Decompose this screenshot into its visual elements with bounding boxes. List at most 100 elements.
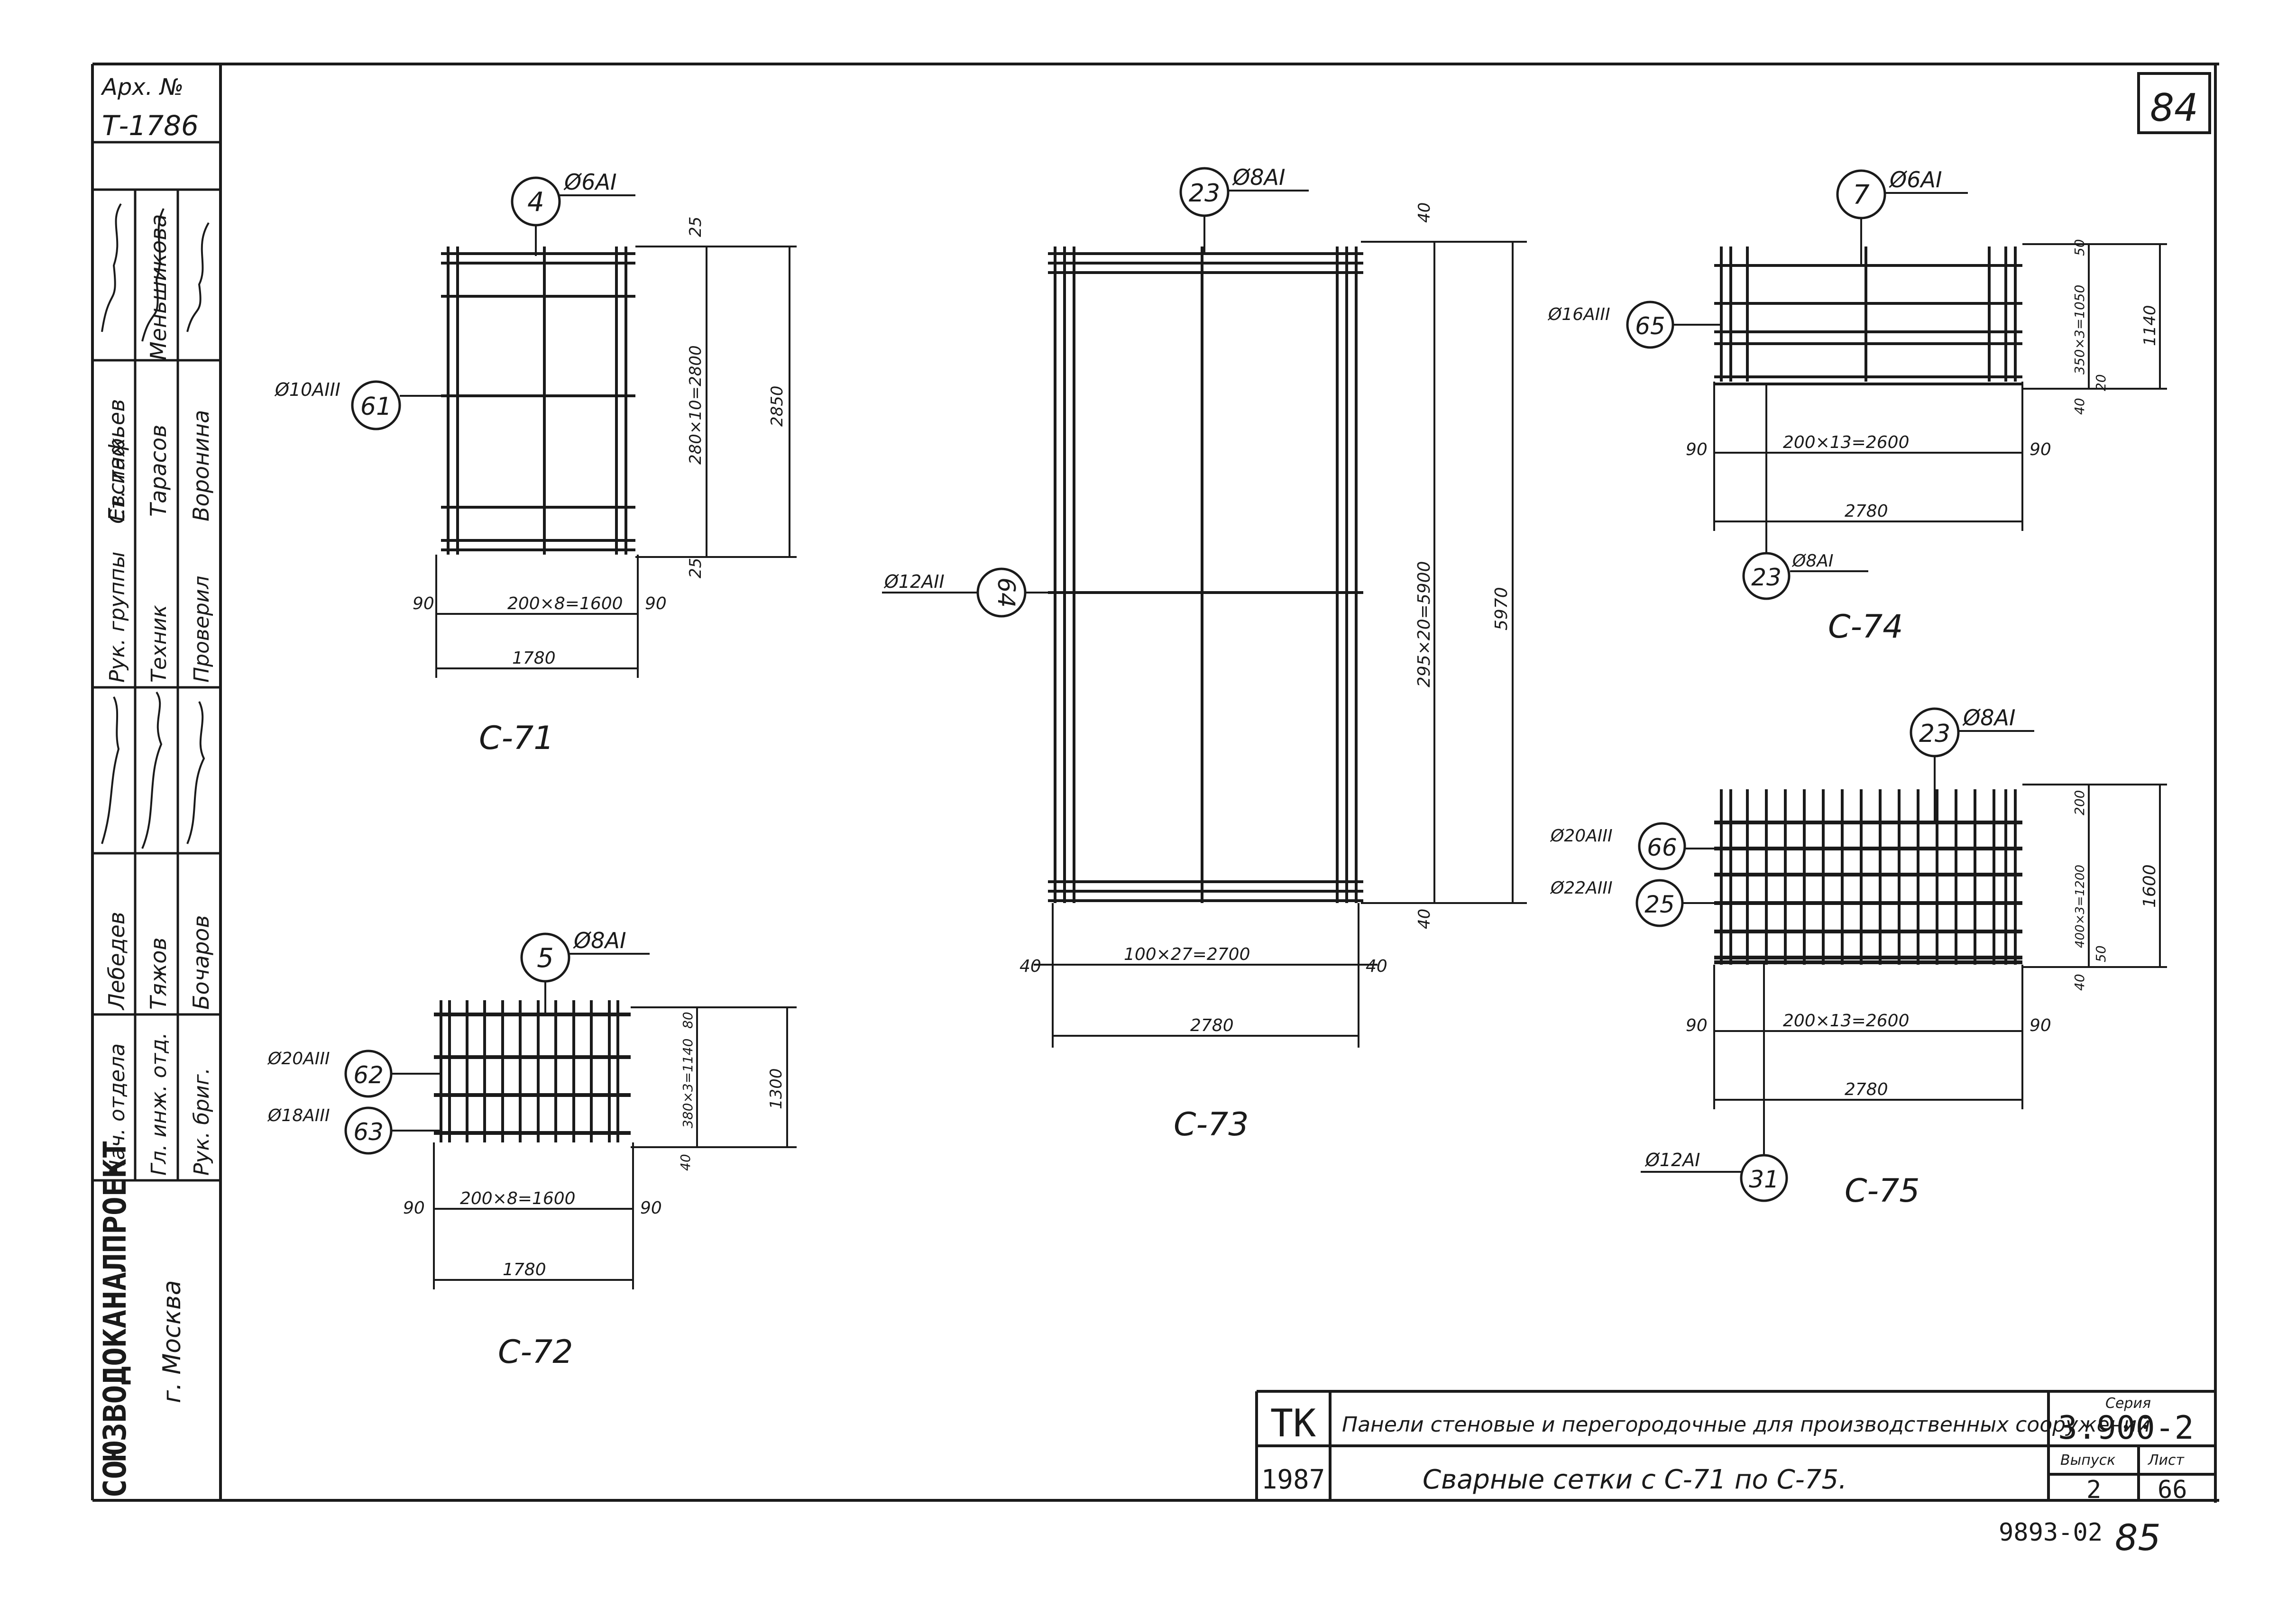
c71-pos-top: 4 bbox=[527, 187, 544, 218]
mesh-c73: 23 Ø8АI 64 Ø12АII 100×27=2700 40 40 2780… bbox=[882, 164, 1527, 1143]
page-number-box: 84 bbox=[2137, 72, 2211, 134]
c74-dim-x-edge-r: 90 bbox=[2030, 440, 2051, 459]
c73-label: С-73 bbox=[1174, 1106, 1249, 1143]
c72-dim-y-edge-b: 40 bbox=[678, 1154, 693, 1171]
c75-bar-top: Ø8АI bbox=[1962, 705, 2016, 730]
c75-dim-x-spacing: 200×13=2600 bbox=[1783, 1011, 1909, 1031]
sheet-label: Лист bbox=[2148, 1452, 2185, 1469]
c74-dim-y-edge-t: 50 bbox=[2072, 239, 2087, 256]
c71-dim-x-total: 1780 bbox=[512, 648, 556, 668]
c71-longitudinal-bars bbox=[447, 247, 627, 555]
c73-dim-x-total: 2780 bbox=[1190, 1016, 1234, 1035]
c74-bar-bottom: Ø8АI bbox=[1791, 551, 1833, 571]
c72-pos-a: 62 bbox=[353, 1061, 384, 1089]
c73-pos-top: 23 bbox=[1189, 179, 1220, 208]
c73-bar-left: Ø12АII bbox=[883, 571, 945, 592]
c75-transverse-bars bbox=[1714, 821, 2022, 964]
mesh-c75: 23 Ø8АI 66 Ø20АIII 25 Ø22АIII 31 Ø12АI 2… bbox=[1550, 705, 2167, 1210]
c75-dim-x-edge-l: 90 bbox=[1686, 1016, 1708, 1035]
c75-dim-y-spacing: 400×3=1200 bbox=[2073, 865, 2087, 948]
stamp-city: г. Москва bbox=[158, 1280, 186, 1403]
c71-pos-left: 61 bbox=[360, 393, 392, 421]
c75-dim-x-edge-r: 90 bbox=[2030, 1016, 2051, 1035]
c72-pos-top: 5 bbox=[537, 943, 554, 974]
c75-pos-a-marker bbox=[1638, 822, 1686, 870]
c74-dim-y-extra: 20 bbox=[2093, 374, 2109, 391]
c73-dim-y-total: 5970 bbox=[1492, 587, 1511, 630]
c71-dim-y-spacing: 280×10=2800 bbox=[686, 345, 705, 465]
c75-bar-a: Ø20АIII bbox=[1550, 826, 1613, 846]
c73-dim-x-edge-l: 40 bbox=[1019, 957, 1041, 976]
c72-dim-x-edge-r: 90 bbox=[640, 1198, 662, 1218]
name-4: Лебедев bbox=[104, 912, 129, 1011]
name-6: Бочаров bbox=[188, 915, 214, 1010]
series-label: Серия bbox=[2105, 1395, 2151, 1412]
c75-dim-y-edge-b: 40 bbox=[2072, 974, 2087, 991]
role-5: Гл. инж. отд. bbox=[147, 1032, 171, 1176]
mesh-c74: 7 Ø6АI 65 Ø16АIII 23 Ø8АI 200×13=2600 90… bbox=[1547, 167, 2167, 646]
c75-pos-a: 66 bbox=[1647, 834, 1677, 861]
c72-dim-y-spacing: 380×3=1140 bbox=[680, 1039, 696, 1128]
series-value: 3.900-2 bbox=[2058, 1409, 2194, 1447]
c75-dim-x-total: 2780 bbox=[1845, 1080, 1888, 1099]
title-block: ТК 1987 Панели стеновые и перегородочные… bbox=[1255, 1390, 2215, 1504]
c74-bar-top: Ø6АI bbox=[1889, 167, 1942, 192]
c71-transverse-bars bbox=[441, 252, 635, 551]
year: 1987 bbox=[1261, 1464, 1325, 1495]
c73-dim-y-spacing: 295×20=5900 bbox=[1414, 561, 1434, 687]
c71-bar-left: Ø10АIII bbox=[274, 379, 340, 400]
c74-pos-left: 65 bbox=[1635, 312, 1665, 340]
c75-dim-y-total: 1600 bbox=[2140, 864, 2159, 908]
c74-label: С-74 bbox=[1828, 608, 1903, 646]
project-title: Панели стеновые и перегородочные для про… bbox=[1342, 1413, 2150, 1437]
sheet-title: Сварные сетки с С-71 по С-75. bbox=[1423, 1464, 1847, 1495]
c72-dim-x-edge-l: 90 bbox=[403, 1198, 425, 1218]
role-0: Рук. группы bbox=[105, 552, 129, 683]
c75-dim-y-edge-t: 200 bbox=[2072, 790, 2087, 815]
issue-label: Выпуск bbox=[2060, 1452, 2115, 1469]
c75-longitudinal-bars bbox=[1720, 789, 2017, 965]
c71-label: С-71 bbox=[479, 720, 554, 757]
role-6: Рук. бриг. bbox=[190, 1068, 214, 1176]
c72-bar-top: Ø8АI bbox=[573, 928, 626, 953]
c73-dim-x-spacing: 100×27=2700 bbox=[1124, 945, 1250, 964]
c74-dim-y-total: 1140 bbox=[2140, 305, 2159, 346]
c74-dim-x-total: 2780 bbox=[1845, 502, 1888, 521]
c72-dim-x-spacing: 200×8=1600 bbox=[460, 1189, 576, 1208]
c75-label: С-75 bbox=[1845, 1172, 1920, 1210]
c74-dim-y-spacing: 350×3=1050 bbox=[2072, 285, 2087, 374]
role-4: Нач. отдела bbox=[105, 1043, 129, 1176]
c72-dim-y-total: 1300 bbox=[767, 1068, 786, 1109]
c72-label: С-72 bbox=[498, 1333, 573, 1371]
c73-transverse-bars bbox=[1048, 252, 1363, 902]
left-stamp: Арх. № Т-1786 Рук. группы Ст. инж. Техни… bbox=[92, 74, 220, 1498]
c71-bar-top: Ø6АI bbox=[563, 169, 617, 195]
c75-dim-y-extra: 50 bbox=[2093, 945, 2109, 962]
c72-dim-y-edge-t: 80 bbox=[680, 1012, 696, 1029]
c74-transverse-bars bbox=[1714, 264, 2022, 385]
c72-bar-a: Ø20АIII bbox=[267, 1049, 330, 1068]
c74-dim-x-spacing: 200×13=2600 bbox=[1783, 433, 1909, 452]
sheet-frame bbox=[91, 63, 2219, 1503]
name-0: Евстафьев bbox=[104, 399, 129, 521]
archive-label: Арх. № bbox=[101, 74, 184, 100]
archive-number: Т-1786 bbox=[102, 110, 199, 142]
mesh-c71: 4 Ø6АI 61 Ø10АIII 200×8=1600 90 90 1780 … bbox=[274, 169, 797, 757]
stamp-organization: СОЮЗВОДОКАНАЛПРОЕКТ bbox=[97, 1140, 133, 1498]
c75-pos-top: 23 bbox=[1919, 720, 1950, 748]
c74-dim-y-edge-b: 40 bbox=[2072, 398, 2087, 415]
c73-longitudinal-bars bbox=[1054, 247, 1358, 903]
org-code: ТК bbox=[1270, 1401, 1316, 1445]
c74-pos-bottom: 23 bbox=[1751, 564, 1782, 591]
role-2: Техник bbox=[147, 605, 171, 683]
c75-bar-b: Ø22АIII bbox=[1550, 878, 1613, 898]
name-5: Тяжов bbox=[146, 938, 171, 1010]
c71-dim-y-edge-t: 25 bbox=[686, 217, 705, 237]
c74-bar-left: Ø16АIII bbox=[1547, 305, 1610, 324]
c74-pos-top: 7 bbox=[1853, 180, 1870, 210]
name-3: Воронина bbox=[188, 410, 214, 521]
c71-dim-x-edge-r: 90 bbox=[645, 594, 667, 613]
mesh-c72: 5 Ø8АI 62 Ø20АIII 63 Ø18АIII 200×8=1600 … bbox=[267, 928, 797, 1371]
signatures bbox=[101, 203, 210, 849]
c73-dim-y-edge-b: 40 bbox=[1415, 909, 1434, 929]
